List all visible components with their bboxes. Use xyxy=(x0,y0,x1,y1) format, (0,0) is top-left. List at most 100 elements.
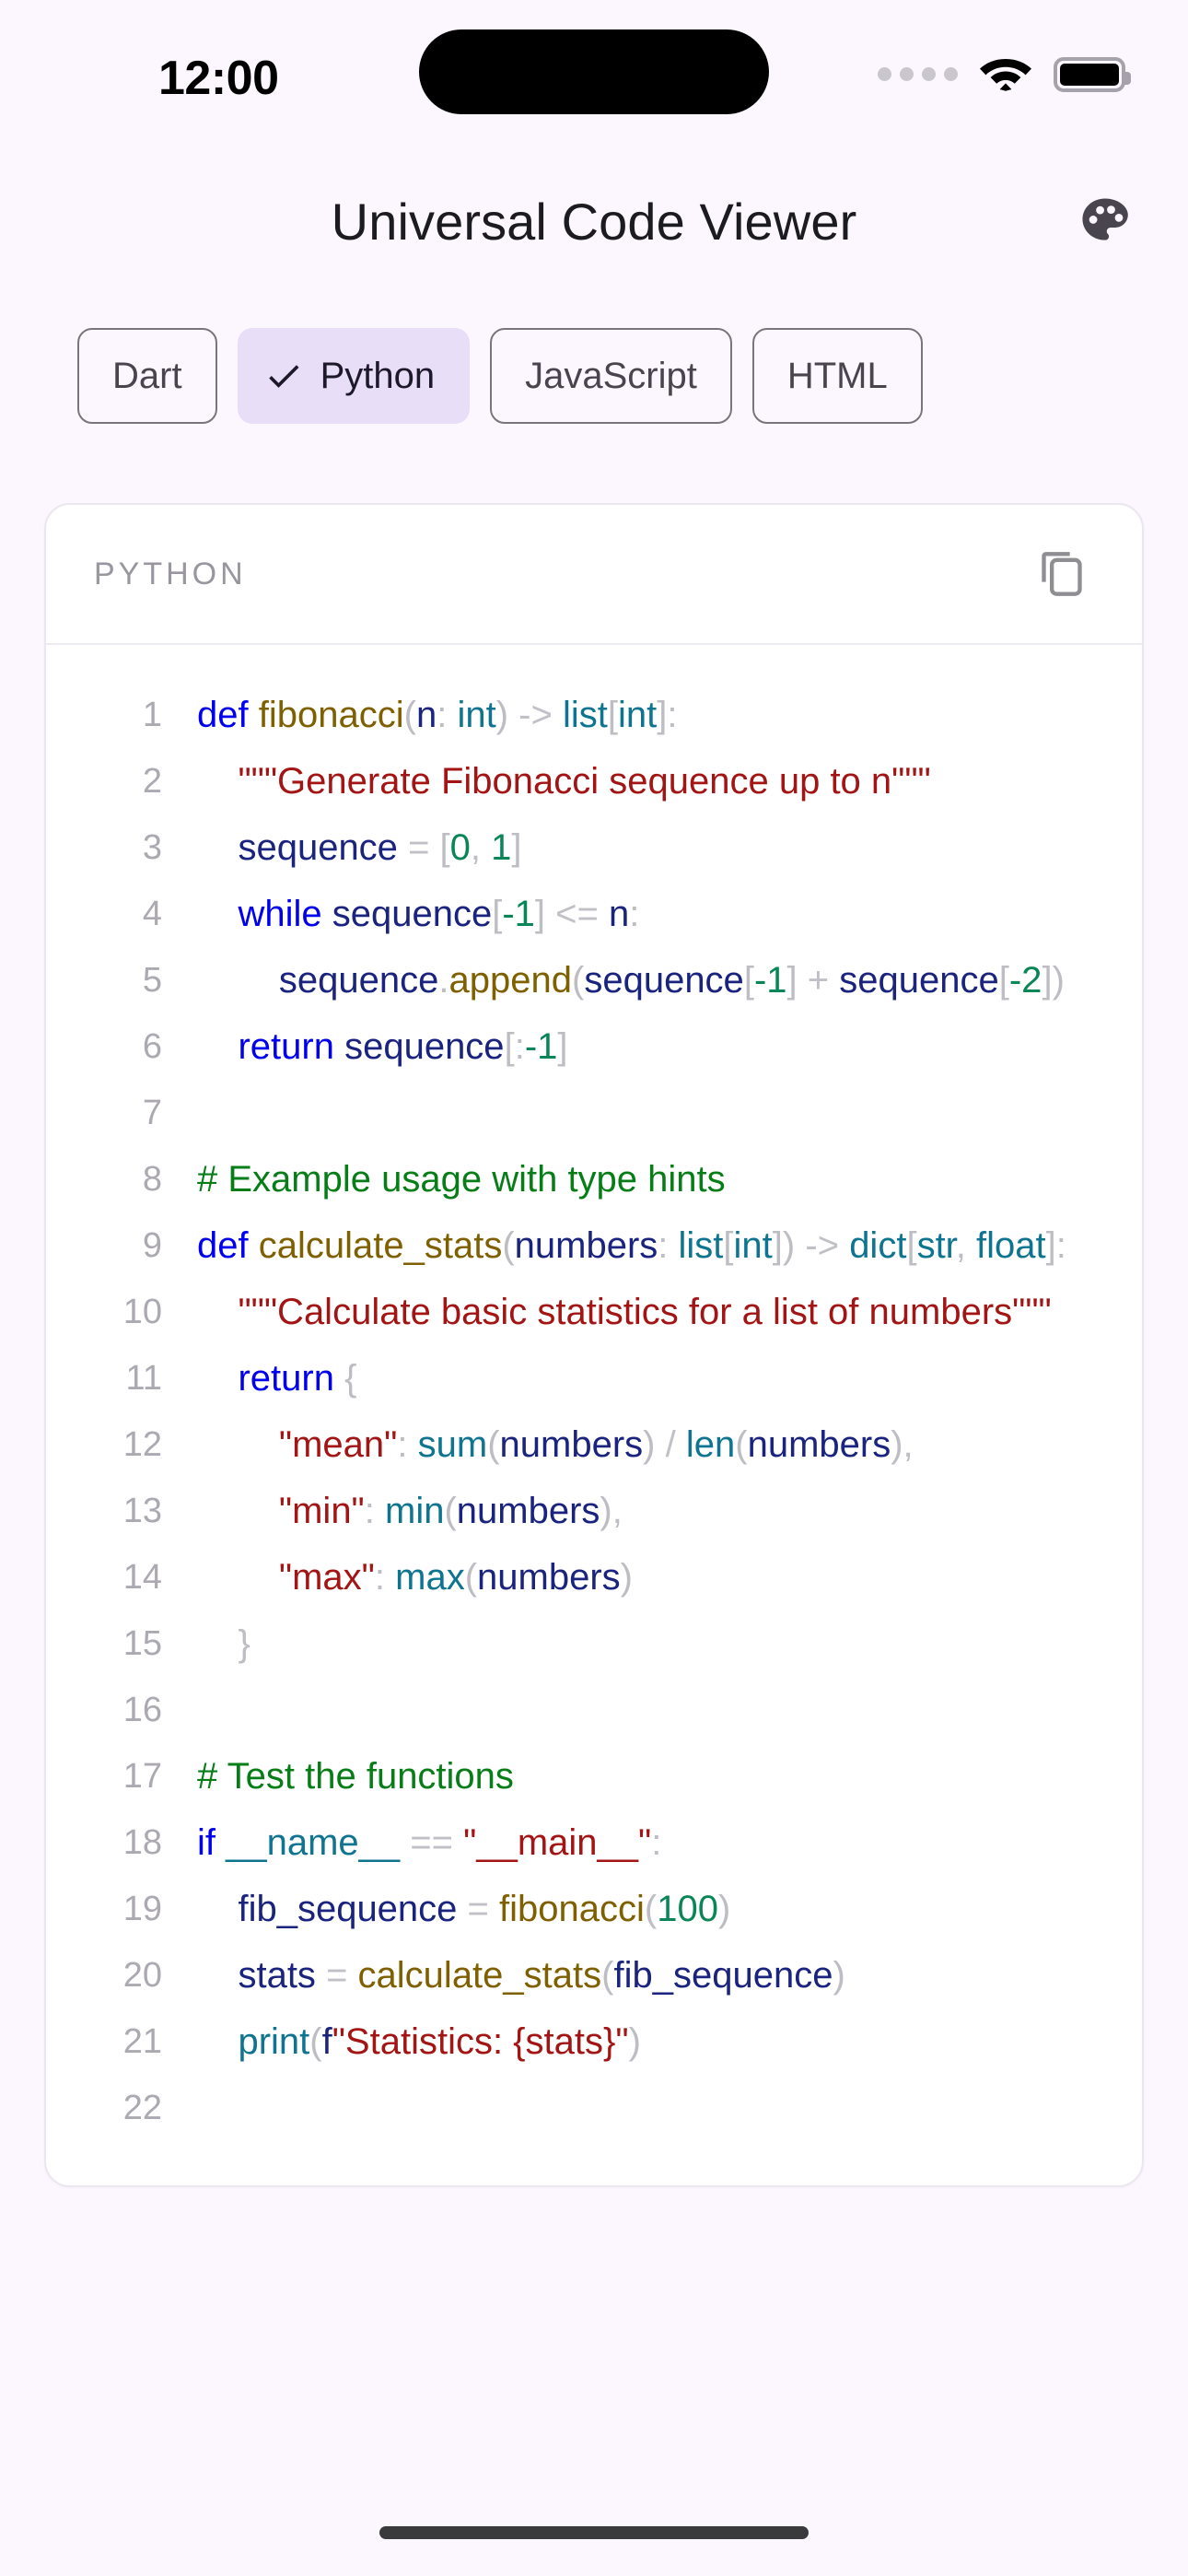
code-token xyxy=(197,1623,238,1664)
code-line: 19 fib_sequence = fibonacci(100) xyxy=(46,1876,1142,1942)
app-bar: Universal Code Viewer xyxy=(0,166,1188,276)
line-content: """Calculate basic statistics for a list… xyxy=(197,1279,1142,1345)
code-token: . xyxy=(438,960,449,1001)
battery-full-icon xyxy=(1054,56,1131,92)
code-token: = xyxy=(408,827,430,868)
code-line: 7 xyxy=(46,1080,1142,1146)
code-token: 100 xyxy=(657,1889,718,1929)
line-number: 8 xyxy=(142,1160,162,1199)
chip-dart[interactable]: Dart xyxy=(77,328,217,424)
code-token xyxy=(798,960,808,1001)
line-content: "min": min(numbers), xyxy=(197,1478,1142,1544)
code-token: numbers xyxy=(747,1424,891,1465)
code-token: [ xyxy=(998,960,1009,1001)
code-line: 21 print(f"Statistics: {stats}") xyxy=(46,2008,1142,2075)
code-token xyxy=(249,1225,259,1266)
code-token xyxy=(197,2021,238,2062)
chip-html[interactable]: HTML xyxy=(751,328,923,424)
code-token: ] xyxy=(534,894,546,934)
code-token: ] xyxy=(557,1026,568,1067)
chip-javascript[interactable]: JavaScript xyxy=(490,328,732,424)
code-token: ) xyxy=(782,1225,796,1266)
code-token: : xyxy=(629,894,640,934)
code-token: : xyxy=(667,695,678,735)
line-content: print(f"Statistics: {stats}") xyxy=(197,2008,1142,2075)
code-token: [ xyxy=(504,1026,515,1067)
code-token xyxy=(966,1225,976,1266)
code-token: ) xyxy=(628,2021,641,2062)
line-number: 9 xyxy=(142,1226,162,1265)
code-token: == xyxy=(410,1822,454,1863)
code-token xyxy=(453,1822,463,1863)
line-content: return sequence[:-1] xyxy=(197,1013,1142,1080)
line-number: 19 xyxy=(122,1890,162,1928)
code-token: sequence xyxy=(238,827,398,868)
code-token xyxy=(197,827,238,868)
chip-label: Python xyxy=(320,355,436,396)
code-token: -1 xyxy=(753,960,787,1001)
home-indicator xyxy=(379,2526,809,2539)
line-number: 3 xyxy=(142,828,162,867)
line-content: stats = calculate_stats(fib_sequence) xyxy=(197,1942,1142,2008)
code-token: append xyxy=(448,960,572,1001)
code-token: ] xyxy=(772,1225,783,1266)
line-content: if __name__ == "__main__": xyxy=(197,1809,1142,1876)
code-token xyxy=(839,1225,849,1266)
code-token: [ xyxy=(492,894,503,934)
code-token xyxy=(197,1424,279,1465)
code-token: max xyxy=(395,1557,465,1598)
line-number: 17 xyxy=(122,1757,162,1796)
line-number: 15 xyxy=(122,1624,162,1663)
line-content: } xyxy=(197,1610,1142,1677)
code-token xyxy=(197,1955,238,1996)
code-token: ] xyxy=(1045,1225,1056,1266)
code-token: ( xyxy=(444,1491,457,1531)
code-line: 5 sequence.append(sequence[-1] + sequenc… xyxy=(46,947,1142,1013)
code-token: + xyxy=(807,960,830,1001)
code-line: 20 stats = calculate_stats(fib_sequence) xyxy=(46,1942,1142,2008)
code-token: ( xyxy=(601,1955,614,1996)
line-content: # Example usage with type hints xyxy=(197,1146,1142,1212)
code-line: 8 # Example usage with type hints xyxy=(46,1146,1142,1212)
line-content: def fibonacci(n: int) -> list[int]: xyxy=(197,682,1142,748)
code-token: = xyxy=(467,1889,489,1929)
code-line: 2 """Generate Fibonacci sequence up to n… xyxy=(46,748,1142,814)
code-token: : xyxy=(397,1424,408,1465)
line-number: 16 xyxy=(122,1691,162,1729)
palette-icon[interactable] xyxy=(1066,182,1144,260)
language-chip-group: Dart Python JavaScript HTML xyxy=(0,276,1188,424)
code-token: , xyxy=(955,1225,966,1266)
line-content: "max": max(numbers) xyxy=(197,1544,1142,1610)
line-number: 14 xyxy=(122,1558,162,1597)
code-token: ) xyxy=(833,1955,845,1996)
code-token: , xyxy=(903,1424,914,1465)
code-token: """Calculate basic statistics for a list… xyxy=(238,1292,1052,1332)
code-token xyxy=(197,1026,238,1067)
code-token: : xyxy=(651,1822,662,1863)
code-token: sequence xyxy=(332,894,493,934)
code-token: str xyxy=(916,1225,956,1266)
code-token: int xyxy=(733,1225,773,1266)
copy-icon[interactable] xyxy=(1030,542,1094,606)
code-token: ( xyxy=(487,1424,500,1465)
code-token: ( xyxy=(502,1225,515,1266)
code-token xyxy=(316,1955,326,1996)
code-token xyxy=(481,827,491,868)
code-token xyxy=(197,1292,238,1332)
code-token xyxy=(408,1424,418,1465)
code-token: ] xyxy=(511,827,522,868)
code-token: return xyxy=(238,1358,334,1399)
line-content: while sequence[-1] <= n: xyxy=(197,881,1142,947)
code-line: 10 """Calculate basic statistics for a l… xyxy=(46,1279,1142,1345)
code-token: { xyxy=(344,1358,357,1399)
code-token: ] xyxy=(1042,960,1053,1001)
line-content: """Generate Fibonacci sequence up to n""… xyxy=(197,748,1142,814)
line-number: 4 xyxy=(142,895,162,933)
code-token: sum xyxy=(417,1424,488,1465)
code-token: ) xyxy=(891,1424,903,1465)
line-number: 2 xyxy=(142,762,162,801)
chip-python[interactable]: Python xyxy=(237,328,471,424)
code-token xyxy=(447,695,457,735)
code-line: 11 return { xyxy=(46,1345,1142,1411)
